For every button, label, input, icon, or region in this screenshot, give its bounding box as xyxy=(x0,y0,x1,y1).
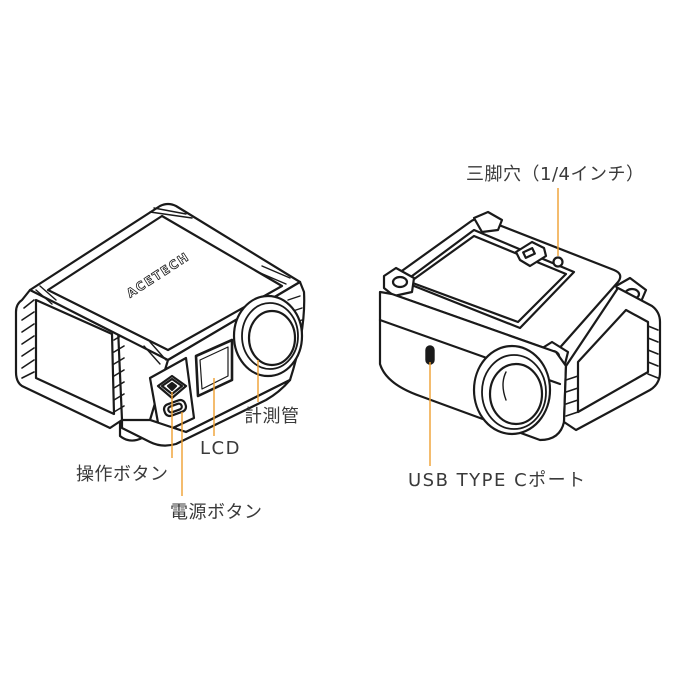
side-ribs-back xyxy=(565,325,659,417)
label-power-button: 電源ボタン xyxy=(170,502,263,523)
label-lcd: LCD xyxy=(200,438,241,459)
label-usb-port: USB TYPE Cポート xyxy=(408,470,587,491)
measurement-tube-back xyxy=(472,344,552,436)
operation-buttons[interactable] xyxy=(156,374,188,400)
leader-lines xyxy=(171,188,559,496)
side-panel xyxy=(14,288,124,430)
device-back-view xyxy=(378,210,662,442)
side-ribs xyxy=(21,299,125,413)
hatch-tab xyxy=(514,240,548,268)
label-tripod-hole: 三脚穴（1/4インチ） xyxy=(466,164,645,185)
label-operation-buttons: 操作ボタン xyxy=(76,464,169,485)
tripod-hole xyxy=(552,256,564,268)
power-button[interactable] xyxy=(162,398,188,418)
lcd-screen xyxy=(194,338,234,398)
usb-c-port[interactable] xyxy=(425,345,435,365)
device-front-view: ACETECH xyxy=(14,202,306,447)
label-measurement-tube: 計測管 xyxy=(244,406,300,427)
side-panel-back xyxy=(562,286,662,432)
measurement-tube xyxy=(232,294,304,378)
